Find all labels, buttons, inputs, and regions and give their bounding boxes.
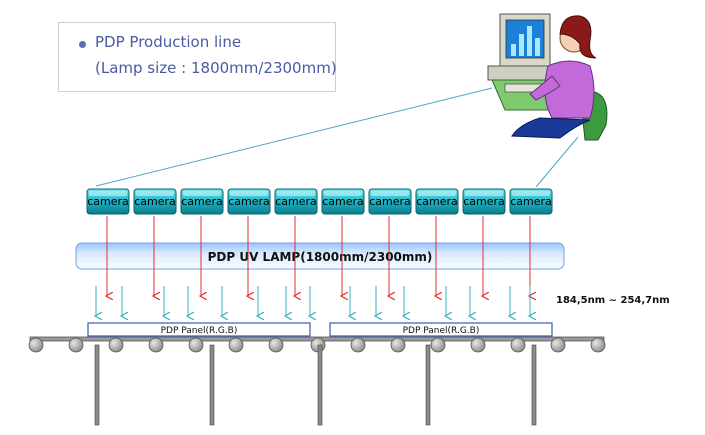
conveyor-leg	[425, 344, 431, 426]
uv-light-arrows	[96, 286, 530, 316]
conveyor-roller	[550, 337, 566, 353]
conveyor-roller	[470, 337, 486, 353]
wavelength-label: 184,5nm ~ 254,7nm	[556, 295, 670, 306]
camera-label: camera	[369, 195, 411, 208]
pdp-panel-left	[87, 322, 311, 337]
camera-beam-arrows	[107, 216, 530, 296]
camera-label: camera	[134, 195, 176, 208]
conveyor-roller	[590, 337, 606, 353]
conveyor-roller	[228, 337, 244, 353]
camera-box: camera	[274, 188, 318, 215]
conveyor-roller	[350, 337, 366, 353]
camera-row: camera camera camera camera camera camera came…	[86, 188, 553, 215]
camera-box: camera	[86, 188, 130, 215]
conveyor-leg	[531, 344, 537, 426]
legend-box: PDP Production line (Lamp size : 1800mm/…	[58, 22, 337, 92]
camera-label: camera	[181, 195, 223, 208]
camera-box: camera	[227, 188, 271, 215]
legend-subtitle: (Lamp size : 1800mm/2300mm)	[95, 59, 337, 77]
conveyor-roller	[28, 337, 44, 353]
conveyor-roller	[390, 337, 406, 353]
camera-label: camera	[228, 195, 270, 208]
person-at-computer-icon	[487, 13, 608, 141]
conveyor	[28, 336, 606, 426]
camera-label: camera	[87, 195, 129, 208]
camera-label: camera	[275, 195, 317, 208]
pdp-panel-right	[329, 322, 553, 337]
legend-title: PDP Production line	[95, 33, 242, 51]
conveyor-roller	[430, 337, 446, 353]
camera-box: camera	[180, 188, 224, 215]
conveyor-roller	[68, 337, 84, 353]
camera-label: camera	[463, 195, 505, 208]
pdp-panel-left-label: PDP Panel(R.G.B)	[161, 326, 238, 336]
link-line-right	[535, 136, 579, 188]
conveyor-roller	[148, 337, 164, 353]
camera-box: camera	[368, 188, 412, 215]
conveyor-leg	[209, 344, 215, 426]
conveyor-roller	[108, 337, 124, 353]
conveyor-roller	[268, 337, 284, 353]
camera-box: camera	[133, 188, 177, 215]
camera-box: camera	[462, 188, 506, 215]
camera-box: camera	[321, 188, 365, 215]
camera-box: camera	[509, 188, 553, 215]
conveyor-leg	[317, 344, 323, 426]
pdp-panel-right-label: PDP Panel(R.G.B)	[403, 326, 480, 336]
camera-label: camera	[510, 195, 552, 208]
uv-lamp: PDP UV LAMP(1800mm/2300mm)	[75, 242, 565, 270]
conveyor-roller	[188, 337, 204, 353]
bullet-icon	[79, 41, 86, 48]
conveyor-roller	[510, 337, 526, 353]
camera-box: camera	[415, 188, 459, 215]
conveyor-leg	[94, 344, 100, 426]
lamp-label: PDP UV LAMP(1800mm/2300mm)	[208, 250, 433, 264]
link-line-left	[95, 87, 493, 187]
camera-label: camera	[322, 195, 364, 208]
camera-label: camera	[416, 195, 458, 208]
